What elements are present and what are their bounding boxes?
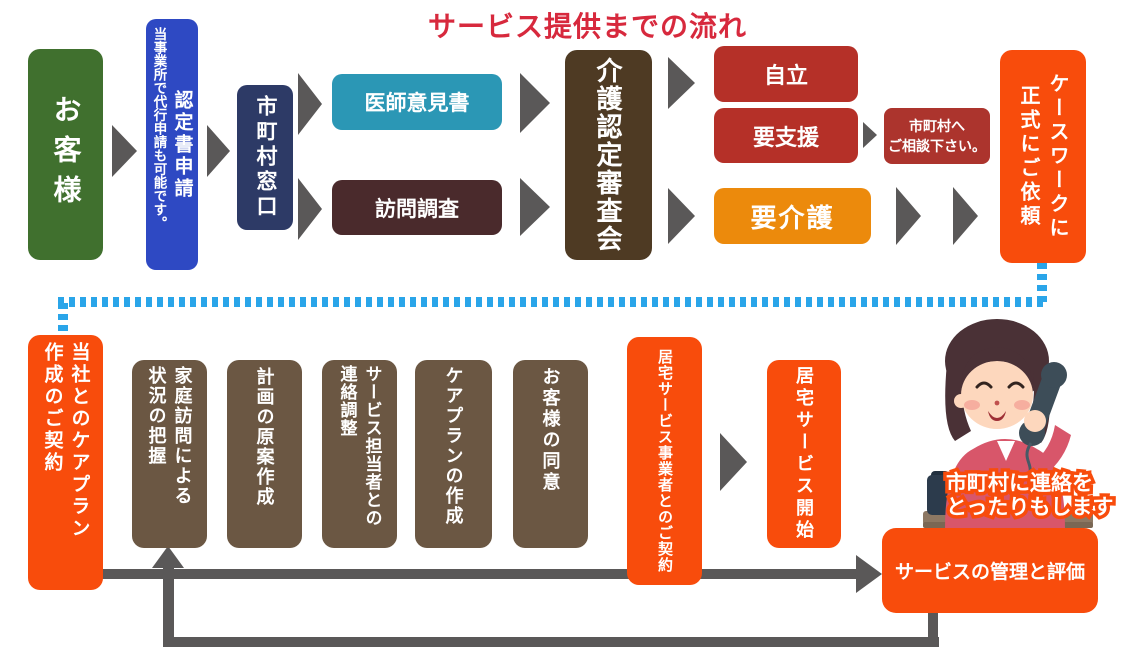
dotted-connector-right [1037,263,1047,303]
operator-person-icon [945,319,1071,528]
node-certification-board-label: 介護認定審査会 [593,57,623,253]
node-certification-application-note: 当事業所で代行申請も可能です。 [151,27,167,230]
arrow-contract-to-service-start [720,433,747,491]
node-care-needed-label: 要介護 [750,202,835,233]
arrow-desk-to-doctor [298,73,322,135]
node-casework-request-col1: ケースワークに [1046,72,1068,241]
node-home-visit-col1: 家庭訪問による [172,366,193,506]
node-casework-request-col2: 正式にご依頼 [1017,84,1039,229]
node-provider-contract: 居宅サービス事業者とのご契約 [627,337,702,585]
node-visit-survey: 訪問調査 [332,180,502,235]
node-service-management-label: サービスの管理と評価 [894,562,1085,583]
node-consult-municipality-line1: 市町村へ [909,117,965,134]
node-draft-plan-label: 計画の原案作成 [254,367,275,507]
phone-note-line2-outline: とったりもします [942,492,1116,522]
node-certification-application-label: 認定書申請 [171,89,193,200]
arrow-application-to-desk [207,125,230,177]
node-customer-label: お客様 [50,94,82,215]
node-certification-board: 介護認定審査会 [565,50,652,260]
arrow-doctor-to-board [520,73,550,133]
node-home-visit-col2: 状況の把握 [146,366,167,466]
dotted-connector-left [58,303,68,335]
node-consult-municipality: 市町村へ ご相談下さい。 [884,108,990,164]
arrow-care-needed-chevron-1 [896,187,921,245]
node-independent: 自立 [714,46,858,102]
arrow-board-to-care-needed [668,188,695,244]
node-service-management: サービスの管理と評価 [882,528,1098,613]
feedback-line-upper [100,569,856,579]
operator-illustration [923,319,1093,528]
node-careplan-contract: 当社とのケアプラン 作成のご契約 [28,335,103,590]
phone-note-line1-outline: 市町村に連絡を [943,469,1097,499]
node-visit-survey-label: 訪問調査 [375,197,459,221]
arrow-survey-to-board [520,178,550,236]
feedback-vertical-left [163,566,174,647]
node-doctor-opinion-label: 医師意見書 [364,92,470,115]
phone-note-line2: とったりもします [946,495,1114,519]
arrow-care-needed-chevron-2 [953,187,978,245]
node-support-needed: 要支援 [714,108,858,163]
node-coordination: サービス担当者との 連絡調整 [322,360,397,548]
phone-note: 市町村に連絡を 市町村に連絡を とったりもします とったりもします [942,469,1116,522]
arrow-desk-to-survey [298,178,322,240]
feedback-vertical-right [928,612,938,647]
page-title: サービス提供までの流れ [427,11,747,42]
phone-note-line1: 市町村に連絡を [946,472,1093,495]
node-care-needed: 要介護 [714,188,871,244]
node-independent-label: 自立 [763,63,808,88]
arrow-board-to-results-upper [668,57,695,109]
node-municipal-desk-label: 市町村窓口 [254,95,277,220]
node-careplan-contract-col2: 作成のご契約 [41,342,63,474]
node-coordination-col2: 連絡調整 [337,365,357,437]
node-customer: お客様 [28,49,103,260]
node-certification-application: 認定書申請 当事業所で代行申請も可能です。 [146,19,198,270]
node-service-start: 居宅サービス開始 [767,360,841,548]
node-municipal-desk: 市町村窓口 [237,85,293,230]
feedback-line-lower [163,637,939,647]
node-doctor-opinion: 医師意見書 [332,74,502,130]
feedback-arrow-into-management [856,555,882,593]
node-draft-plan: 計画の原案作成 [227,360,302,548]
node-coordination-col1: サービス担当者との [362,365,382,527]
phone-handset-icon [976,362,1067,495]
dotted-connector-horizontal [58,297,1047,307]
node-casework-request: ケースワークに 正式にご依頼 [1000,50,1086,263]
node-careplan-creation: ケアプランの作成 [415,360,492,548]
node-provider-contract-label: 居宅サービス事業者とのご契約 [656,349,673,573]
node-support-needed-label: 要支援 [752,124,819,150]
node-customer-consent-label: お客様の同意 [540,367,561,493]
node-customer-consent: お客様の同意 [513,360,588,548]
arrow-support-to-consult [863,122,877,148]
arrow-customer-to-application [112,125,137,177]
node-service-start-label: 居宅サービス開始 [794,366,814,542]
node-careplan-contract-col1: 当社とのケアプラン [68,342,90,540]
feedback-arrow-into-home-visit [152,546,184,568]
node-consult-municipality-line2: ご相談下さい。 [888,138,986,154]
node-home-visit: 家庭訪問による 状況の把握 [132,360,207,548]
node-careplan-creation-label: ケアプランの作成 [443,366,464,526]
